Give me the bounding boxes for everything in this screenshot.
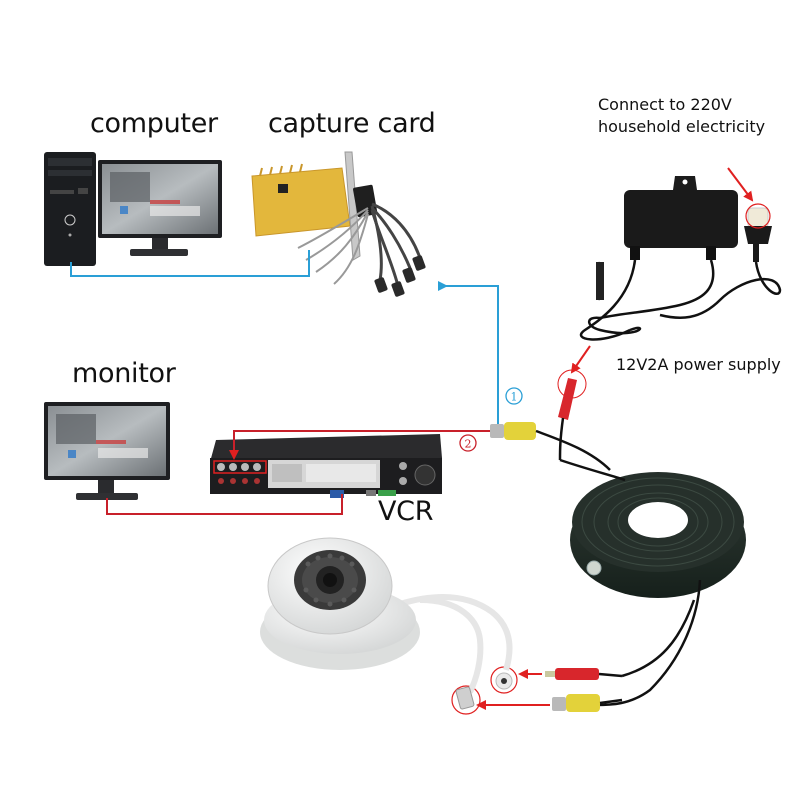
camera-cable-connectors <box>451 666 623 715</box>
blue-connection-lines <box>70 250 523 424</box>
dome-camera-icon <box>260 537 513 710</box>
vcr-label: VCR <box>378 496 434 527</box>
computer-label: computer <box>90 108 218 139</box>
power-adapter-icon <box>579 176 782 341</box>
monitor-icon <box>44 402 170 500</box>
power-supply-label: 12V2A power supply <box>616 355 781 374</box>
dc-connector-icon <box>557 345 591 461</box>
pc-monitor-icon <box>98 160 222 256</box>
power-note-line1: Connect to 220V <box>598 95 732 114</box>
capture-card-label: capture card <box>268 108 436 139</box>
pc-tower-icon <box>44 152 96 266</box>
route-2-number: 2 <box>465 438 472 451</box>
plug-arrow-icon <box>727 167 754 202</box>
route-1-marker <box>505 387 523 405</box>
cable-reel-icon <box>559 458 746 707</box>
bnc-connector-icon <box>490 422 611 471</box>
monitor-label: monitor <box>72 358 176 389</box>
red-connection-lines <box>106 430 490 515</box>
capture-card-icon <box>251 151 426 297</box>
power-note-line2: household electricity <box>598 117 766 136</box>
route-2-marker <box>459 434 477 452</box>
computer-group <box>44 152 222 266</box>
route-1-number: 1 <box>511 391 518 404</box>
vcr-icon <box>210 434 442 498</box>
